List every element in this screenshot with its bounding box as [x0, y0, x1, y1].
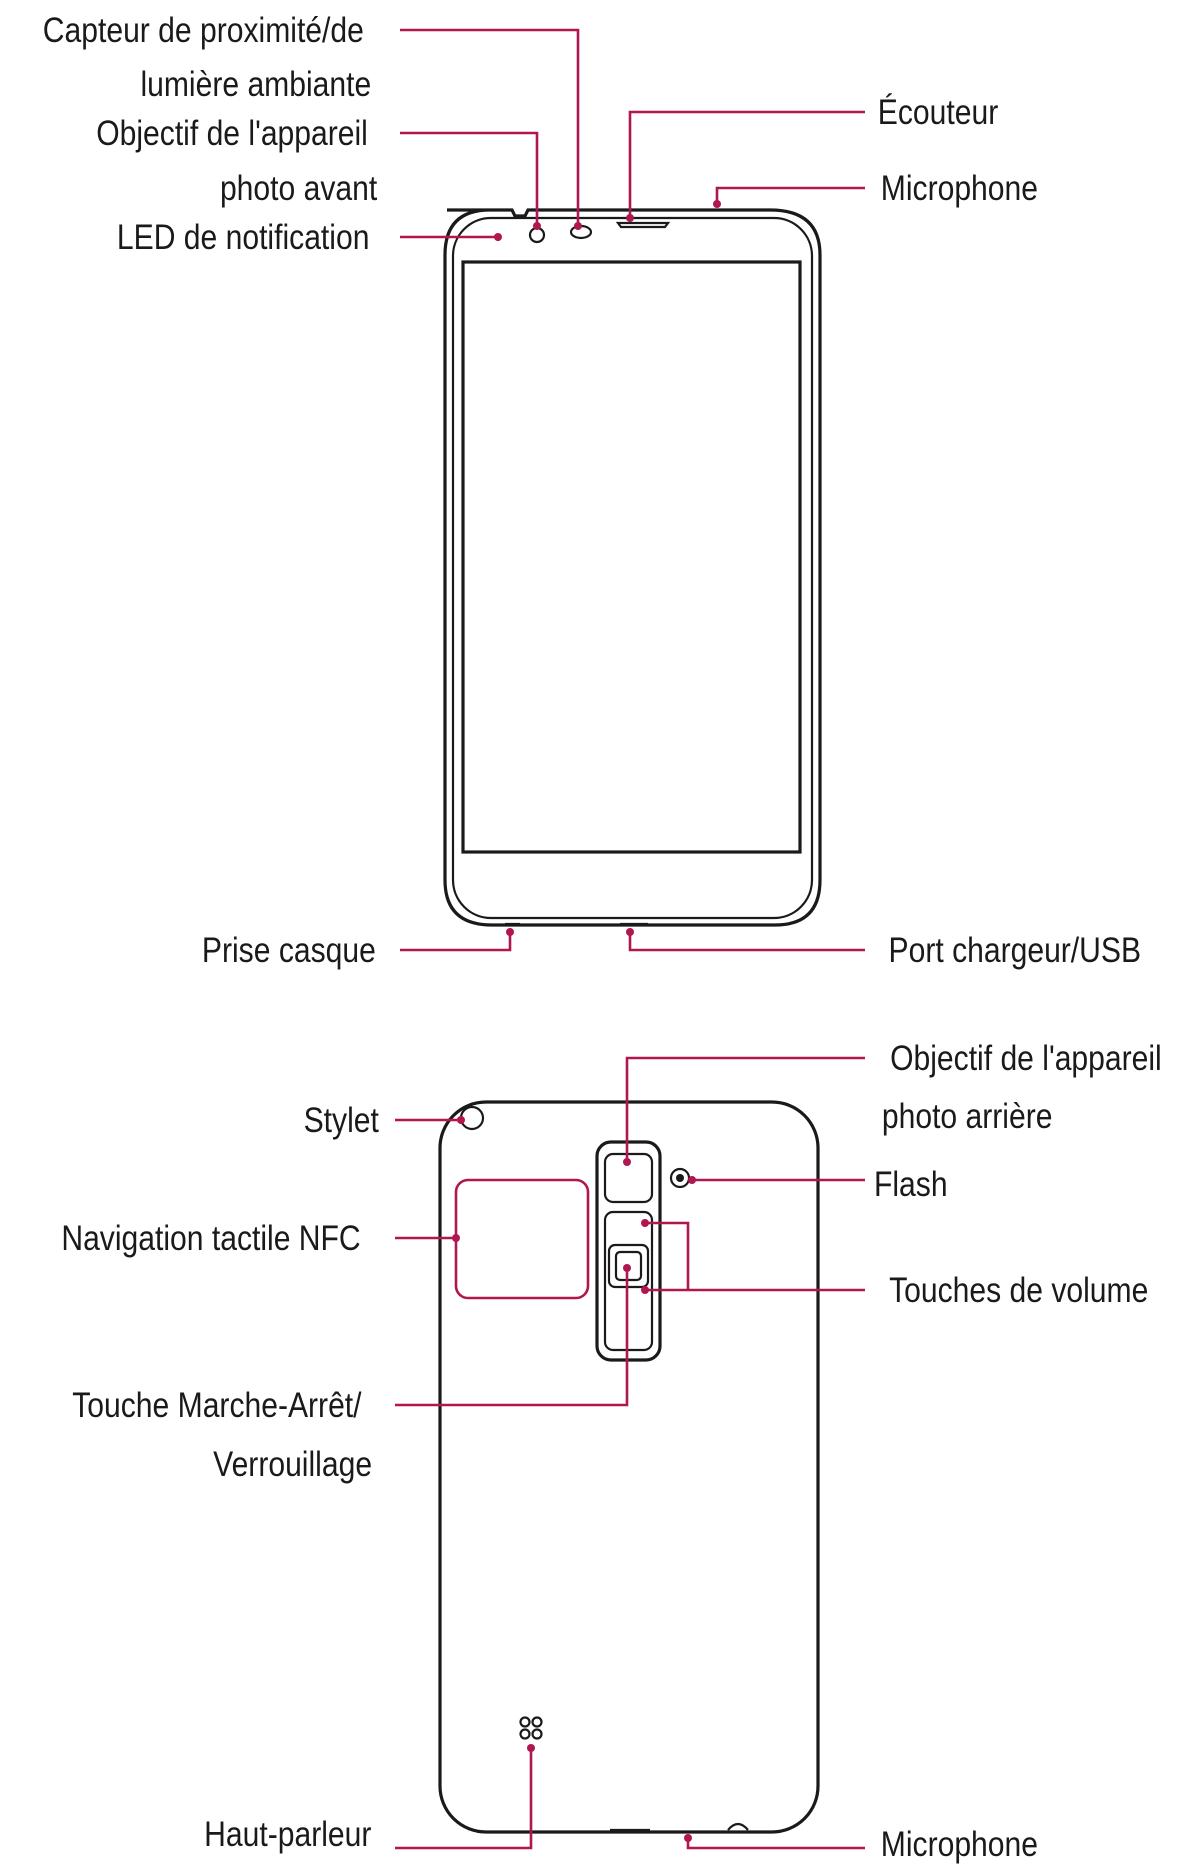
top-microphone-anchor — [713, 200, 721, 208]
headset-jack-anchor — [506, 928, 514, 936]
front-labels: Capteur de proximité/de lumière ambiante… — [43, 10, 1141, 970]
bottom-microphone-leader — [686, 1838, 865, 1850]
front-bezel-inner — [451, 216, 814, 920]
proximity-sensor-anchor — [574, 222, 582, 230]
headset-jack-leader — [400, 932, 512, 952]
front-camera-label-line1: Objectif de l'appareil — [96, 113, 368, 153]
rear-camera-label-line1: Objectif de l'appareil — [890, 1038, 1162, 1078]
bottom-microphone-label: Microphone — [881, 1824, 1038, 1864]
speaker-grille — [519, 1716, 543, 1740]
usb-port-leader — [628, 932, 865, 952]
stylus-label: Stylet — [304, 1100, 379, 1140]
top-microphone-label: Microphone — [881, 168, 1038, 208]
rear-leader-lines — [395, 1056, 865, 1850]
power-lock-key-label-line1: Touche Marche-Arrêt/ — [72, 1385, 362, 1425]
proximity-sensor-label-line1: Capteur de proximité/de — [43, 10, 364, 50]
front-camera-lens — [528, 226, 546, 244]
volume-up-leader — [645, 1221, 690, 1290]
volume-keys-label: Touches de volume — [889, 1270, 1148, 1310]
nfc-anchor — [452, 1234, 460, 1242]
volume-up-anchor — [641, 1219, 649, 1227]
nfc-label: Navigation tactile NFC — [61, 1218, 360, 1258]
front-camera-anchor — [533, 222, 541, 230]
earpiece-anchor — [626, 214, 634, 222]
earpiece-label: Écouteur — [878, 92, 999, 132]
rear-labels: Stylet Objectif de l'appareil photo arri… — [61, 1038, 1161, 1864]
rear-camera-label-line2: photo arrière — [882, 1096, 1053, 1136]
flash-anchor — [688, 1176, 696, 1184]
notification-led-label: LED de notification — [117, 217, 370, 257]
usb-port-anchor — [626, 928, 634, 936]
speaker-label: Haut-parleur — [204, 1814, 371, 1854]
power-key-anchor — [623, 1264, 631, 1272]
earpiece-leader — [628, 110, 865, 218]
top-microphone-leader — [715, 186, 865, 202]
front-camera-label-line2: photo avant — [220, 168, 377, 208]
speaker-leader — [395, 1748, 533, 1850]
front-camera-leader — [400, 131, 539, 226]
charger-usb-port-label: Port chargeur/USB — [889, 930, 1141, 970]
power-lock-key-label-line2: Verrouillage — [213, 1444, 372, 1484]
front-leader-lines — [400, 28, 865, 952]
speaker-anchor — [527, 1744, 535, 1752]
proximity-sensor-leader — [400, 28, 580, 226]
flash-label: Flash — [874, 1164, 948, 1204]
flash-core — [676, 1174, 684, 1182]
bottom-microphone-anchor — [684, 1834, 692, 1842]
headset-jack-label: Prise casque — [202, 930, 376, 970]
stylus-anchor — [457, 1116, 465, 1124]
notification-led-anchor — [494, 233, 502, 241]
rear-bottom-notch — [727, 1822, 749, 1831]
power-key-outer — [607, 1243, 650, 1289]
rear-camera-anchor — [623, 1158, 631, 1166]
front-phone-outline — [443, 208, 822, 927]
rear-camera-leader — [625, 1056, 865, 1162]
power-key-leader — [395, 1268, 629, 1407]
power-key-inner — [614, 1250, 643, 1282]
volume-down-anchor — [641, 1286, 649, 1294]
proximity-sensor-label-line2: lumière ambiante — [140, 64, 371, 104]
nfc-area — [454, 1178, 590, 1300]
rear-key-panel — [603, 1210, 654, 1352]
front-view — [443, 208, 822, 927]
rear-camera-lens — [603, 1152, 654, 1204]
display-screen — [461, 260, 802, 854]
rear-camera-module — [595, 1140, 662, 1362]
rear-view — [438, 1100, 820, 1834]
rear-phone-outline — [438, 1100, 820, 1834]
earpiece-grille — [615, 221, 671, 229]
